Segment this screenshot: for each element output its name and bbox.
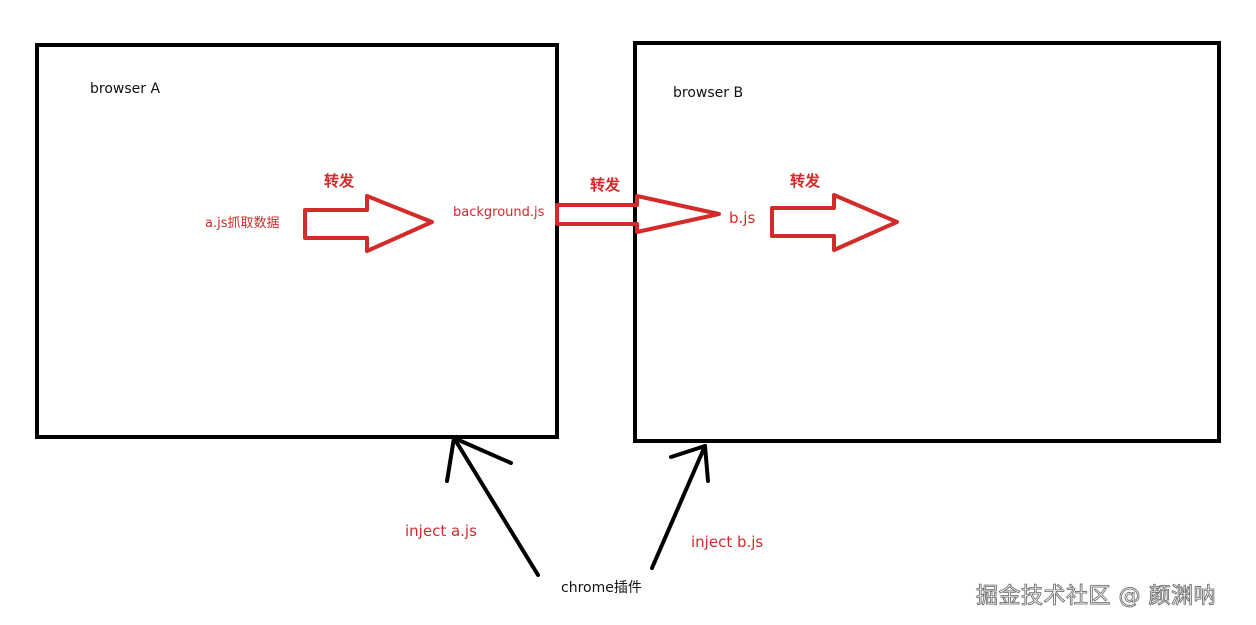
inject-b-arrow-shaft — [650, 444, 707, 570]
forward-arrow-background-to-b — [555, 194, 721, 234]
watermark-text: 掘金技术社区 @ 颜渊呐 — [976, 584, 1216, 610]
inject-b-label: inject b.js — [691, 533, 764, 551]
forward-label-3: 转发 — [790, 172, 821, 190]
background-js-label: background.js — [453, 205, 545, 220]
forward-label-2: 转发 — [590, 176, 621, 194]
chrome-extension-label: chrome插件 — [561, 580, 642, 596]
browser-a-box — [35, 43, 559, 439]
inject-b-arrow-head-right — [703, 444, 710, 483]
inject-b-arrow-head-left — [669, 444, 707, 459]
forward-arrow-b-outward — [770, 193, 899, 252]
inject-a-arrow-head-left — [445, 436, 456, 483]
b-js-label: b.js — [729, 209, 756, 227]
forward-label-1: 转发 — [324, 172, 355, 190]
browser-a-label: browser A — [90, 81, 161, 97]
browser-b-label: browser B — [673, 85, 744, 101]
forward-arrow-a-to-background — [303, 194, 434, 253]
inject-a-arrow-head-right — [452, 436, 513, 465]
inject-a-arrow-shaft — [452, 436, 540, 577]
inject-a-label: inject a.js — [405, 522, 477, 540]
browser-b-box — [633, 41, 1221, 443]
a-js-label: a.js抓取数据 — [205, 216, 280, 231]
